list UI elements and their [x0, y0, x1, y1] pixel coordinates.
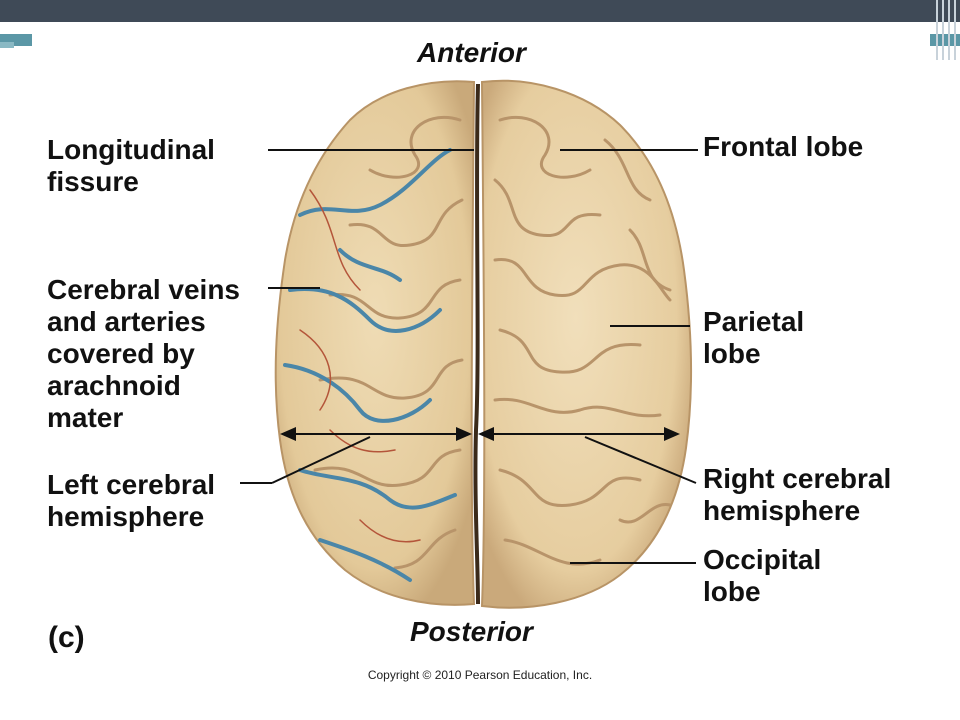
copyright-text: Copyright © 2010 Pearson Education, Inc.	[367, 668, 593, 682]
right-hemisphere-shape	[480, 79, 693, 609]
posterior-label: Posterior	[410, 616, 533, 647]
hemisphere-width-arrows	[280, 427, 680, 441]
right-hemisphere-label: Right cerebral hemisphere	[703, 463, 892, 526]
slide-decoration-lines	[932, 0, 960, 60]
parietal-lobe-label: Parietal lobe	[703, 306, 805, 369]
leader-lines	[240, 149, 698, 564]
left-gyri	[313, 115, 464, 570]
longitudinal-fissure-line	[473, 83, 480, 605]
right-gyri	[493, 115, 672, 566]
slide-accent-left-small	[0, 42, 14, 48]
cerebral-arteries	[299, 189, 421, 543]
cerebral-veins	[283, 148, 457, 582]
cerebral-veins-label: Cerebral veins and arteries covered by a…	[47, 274, 240, 433]
left-hemisphere-shape	[274, 80, 476, 606]
longitudinal-fissure-label: Longitudinal fissure	[47, 134, 215, 197]
frontal-lobe-label: Frontal lobe	[703, 131, 864, 162]
panel-label: (c)	[48, 621, 85, 654]
left-hemisphere-label: Left cerebral hemisphere	[47, 469, 216, 532]
occipital-lobe-label: Occipital lobe	[703, 544, 822, 607]
anterior-label: Anterior	[417, 37, 526, 68]
slide-top-bar	[0, 0, 960, 22]
